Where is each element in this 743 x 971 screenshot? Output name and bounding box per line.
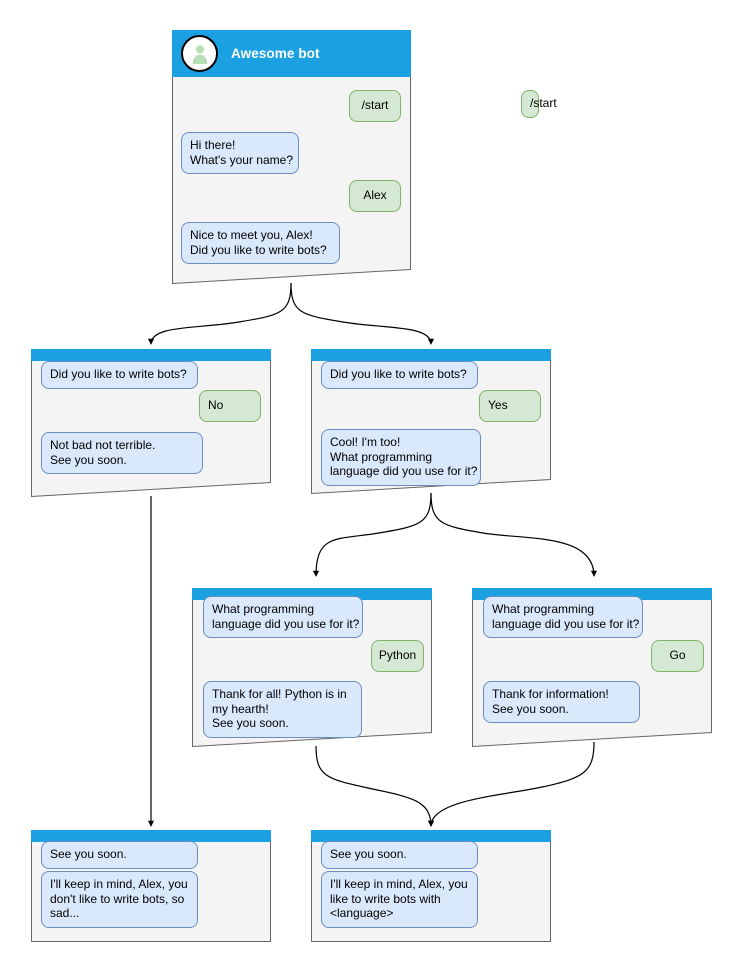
message-user-start[interactable]: /start	[349, 90, 401, 122]
message-user-python[interactable]: Python	[371, 640, 424, 672]
message-user-name[interactable]: Alex	[349, 180, 401, 212]
message-bot-see-you-soon-yes[interactable]: See you soon.	[321, 841, 478, 869]
edge-go-to-end-yes	[427, 741, 595, 827]
message-bot-keep-in-mind-no[interactable]: I'll keep in mind, Alex, you don't like …	[41, 871, 198, 928]
message-bot-lang-question-go[interactable]: What programming language did you use fo…	[483, 596, 643, 639]
message-user-start[interactable]: /start	[521, 90, 557, 118]
end-no-header-bar	[31, 830, 271, 842]
message-bot-lang-question-python[interactable]: What programming language did you use fo…	[203, 596, 363, 639]
person-glyph	[192, 44, 207, 64]
message-bot-question-yes[interactable]: Did you like to write bots?	[321, 361, 478, 389]
message-bot-question-no[interactable]: Did you like to write bots?	[41, 361, 198, 389]
message-user-no[interactable]: No	[199, 390, 261, 422]
edge-python-to-end-yes	[315, 745, 435, 827]
message-bot-see-you-soon-no[interactable]: See you soon.	[41, 841, 198, 869]
edge-start-to-yes	[290, 282, 435, 345]
message-bot-not-bad[interactable]: Not bad not terrible. See you soon.	[41, 432, 203, 475]
answer-no-header-bar	[31, 349, 271, 361]
message-bot-nice-to-meet[interactable]: Nice to meet you, Alex! Did you like to …	[181, 222, 340, 265]
answer-yes-header-bar	[311, 349, 551, 361]
message-user-go[interactable]: Go	[651, 640, 704, 672]
bot-title: Awesome bot	[231, 46, 320, 61]
edge-start-to-no	[147, 282, 292, 345]
edge-yes-to-python	[312, 492, 432, 577]
person-avatar-icon	[181, 35, 218, 72]
message-bot-thank-info[interactable]: Thank for information! See you soon.	[483, 681, 640, 724]
message-user-yes[interactable]: Yes	[479, 390, 541, 422]
start-header-bar: Awesome bot	[172, 30, 411, 77]
start-messages: /start	[172, 30, 557, 284]
message-bot-greeting[interactable]: Hi there! What's your name?	[181, 132, 299, 175]
message-bot-cool-im-too[interactable]: Cool! I'm too! What programming language…	[321, 429, 481, 486]
message-bot-keep-in-mind-yes[interactable]: I'll keep in mind, Alex, you like to wri…	[321, 871, 478, 928]
message-bot-thank-python[interactable]: Thank for all! Python is in my hearth! S…	[203, 681, 362, 738]
edge-yes-to-go	[430, 492, 598, 577]
end-yes-header-bar	[311, 830, 551, 842]
